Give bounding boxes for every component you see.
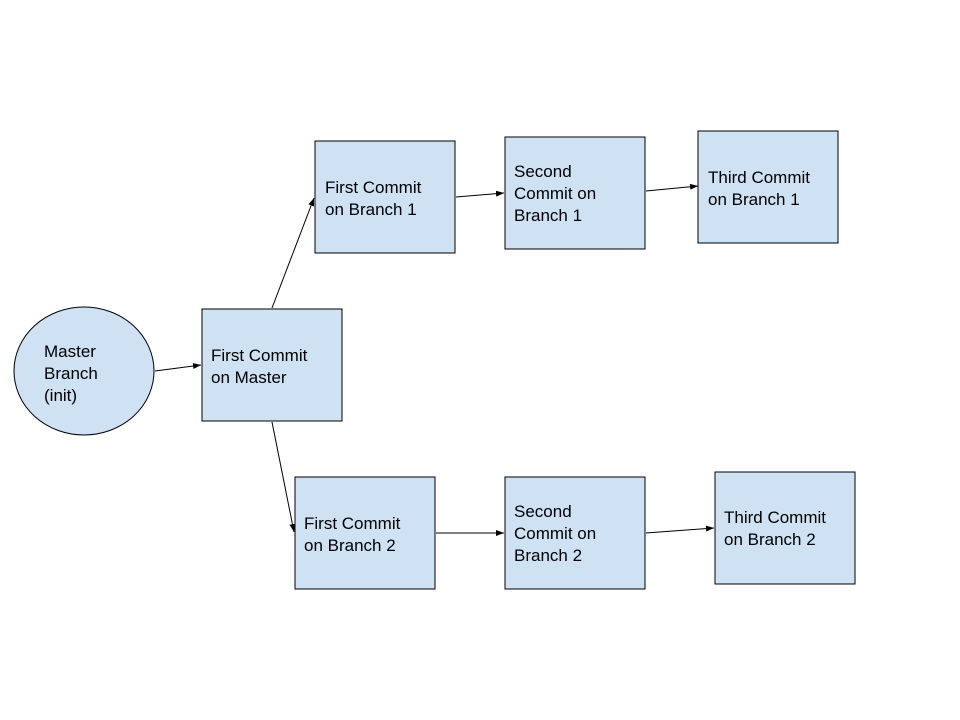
edge-master-to-first-master	[154, 363, 202, 372]
node-master-branch: Master Branch (init)	[13, 306, 155, 436]
node-second-commit-branch2-label: Second Commit on Branch 2	[514, 502, 601, 565]
node-third-commit-branch2-label: Third Commit on Branch 2	[724, 508, 831, 549]
edge-branch2-second-to-third	[645, 525, 715, 534]
node-first-commit-branch1-label: First Commit on Branch 1	[325, 178, 426, 219]
node-third-commit-branch2: Third Commit on Branch 2	[714, 471, 856, 585]
node-master-branch-label: Master Branch (init)	[44, 342, 103, 405]
edge-branch1-first-to-second	[455, 190, 505, 198]
node-second-commit-branch1: Second Commit on Branch 1	[504, 136, 646, 250]
node-first-commit-master: First Commit on Master	[201, 308, 343, 422]
edge-branch1-second-to-third	[645, 183, 699, 192]
edges	[154, 183, 715, 536]
node-third-commit-branch1: Third Commit on Branch 1	[697, 130, 839, 244]
edge-first-master-to-branch1-first	[271, 197, 315, 309]
node-first-commit-branch1: First Commit on Branch 1	[314, 140, 456, 254]
node-second-commit-branch1-label: Second Commit on Branch 1	[514, 162, 601, 225]
node-first-commit-master-label: First Commit on Master	[211, 346, 312, 387]
node-first-commit-branch2-label: First Commit on Branch 2	[304, 514, 405, 555]
node-third-commit-branch1-label: Third Commit on Branch 1	[708, 168, 815, 209]
node-first-commit-branch2: First Commit on Branch 2	[294, 476, 436, 590]
node-second-commit-branch2: Second Commit on Branch 2	[504, 476, 646, 590]
edge-first-master-to-branch2-first	[271, 421, 296, 533]
